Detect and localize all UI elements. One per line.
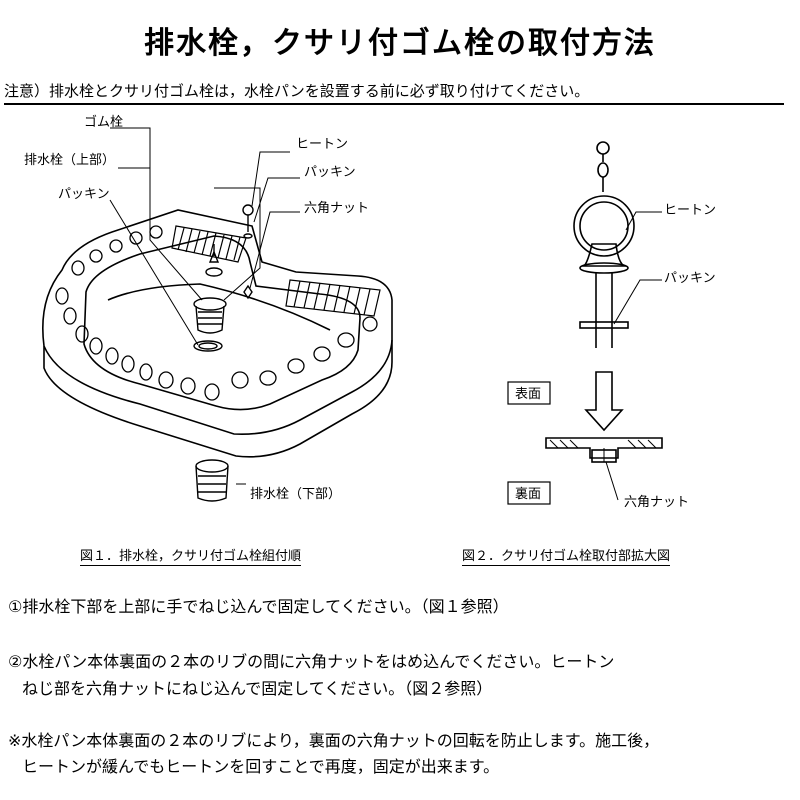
label-drain-lower: 排水栓（下部） bbox=[250, 487, 341, 502]
figure1-leaders bbox=[109, 127, 300, 485]
label-hiton-2: ヒートン bbox=[664, 203, 716, 218]
figure1-caption: 図１．排水栓，クサリ付ゴム栓組付順 bbox=[80, 545, 302, 566]
label-hexnut-2: 六角ナット bbox=[624, 495, 689, 510]
hiton-drawing bbox=[545, 141, 663, 463]
label-packing2: パッキン bbox=[304, 165, 356, 180]
figure2-caption: 図２．クサリ付ゴム栓取付部拡大図 bbox=[462, 545, 671, 566]
figures: ゴム栓 排水栓（上部） パッキン ヒートン パッキン 六角ナット 排水栓（下部）… bbox=[24, 114, 716, 510]
step-2-line-2: ねじ部を六角ナットにねじ込んで固定してください。（図２参照） bbox=[22, 679, 493, 698]
note-line-2: ヒートンが緩んでもヒートンを回すことで再度，固定が出来ます。 bbox=[22, 757, 500, 776]
label-hiton: ヒートン bbox=[296, 137, 348, 152]
front-box bbox=[507, 381, 551, 405]
figure2-leaders bbox=[605, 211, 662, 501]
back-box bbox=[507, 481, 551, 505]
label-back: 裏面 bbox=[515, 487, 541, 502]
label-packing: パッキン bbox=[58, 187, 110, 202]
label-drain-upper: 排水栓（上部） bbox=[24, 153, 115, 168]
label-front: 表面 bbox=[515, 387, 541, 402]
step-1: ①排水栓下部を上部に手でねじ込んで固定してください。（図１参照） bbox=[8, 597, 509, 616]
label-gom: ゴム栓 bbox=[84, 114, 123, 130]
label-packing-2: パッキン bbox=[664, 271, 716, 286]
water-pan-drawing bbox=[42, 204, 393, 502]
note-line-1: ※水栓パン本体裏面の２本のリブにより，裏面の六角ナットの回転を防止します。施工後… bbox=[8, 731, 660, 750]
page-title: 排水栓，クサリ付ゴム栓の取付方法 bbox=[144, 26, 656, 61]
notice-text: 注意）排水栓とクサリ付ゴム栓は，水栓パンを設置する前に必ず取り付けてください。 bbox=[4, 80, 784, 105]
step-2-line-1: ②水栓パン本体裏面の２本のリブの間に六角ナットをはめ込んでください。ヒートン bbox=[8, 652, 615, 671]
label-hexnut: 六角ナット bbox=[304, 201, 369, 216]
